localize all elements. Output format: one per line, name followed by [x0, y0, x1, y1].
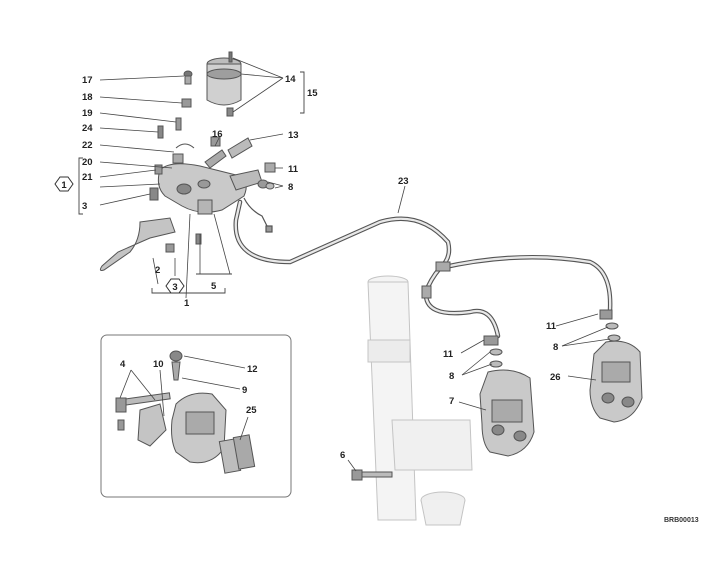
callout-24: 24: [82, 123, 93, 134]
callout-12: 12: [247, 364, 258, 375]
brake-light-switch-wire: [243, 197, 273, 233]
reservoir: [206, 51, 242, 117]
small-hardware: [149, 70, 276, 253]
callout-8-right: 8: [553, 342, 558, 353]
callout-23: 23: [398, 176, 409, 187]
callout-21: 21: [82, 172, 93, 183]
group-badge-left: 1: [54, 176, 74, 192]
callout-5: 5: [211, 281, 217, 292]
leader-lines: [99, 57, 611, 472]
callout-11: 11: [288, 164, 299, 175]
inset-box: [100, 334, 292, 498]
brake-hoses: [233, 199, 613, 339]
callout-20: 20: [82, 157, 93, 168]
master-cylinder-body: [157, 163, 263, 215]
callout-3: 3: [82, 201, 87, 212]
callout-22: 22: [82, 140, 93, 151]
group-badge-bottom: 3: [165, 278, 185, 294]
callout-10: 10: [153, 359, 164, 370]
callout-18: 18: [82, 92, 93, 103]
callout-19: 19: [82, 108, 93, 119]
left-caliper: [479, 335, 535, 457]
callout-11-left: 11: [443, 349, 454, 360]
callout-11-right: 11: [546, 321, 557, 332]
right-caliper: [589, 309, 643, 423]
drawing-code: BRB00013: [664, 517, 699, 524]
callout-26: 26: [550, 372, 561, 383]
svg-text:3: 3: [172, 282, 177, 293]
callout-4: 4: [120, 359, 126, 370]
callout-25: 25: [246, 405, 257, 416]
fork-leg: [367, 275, 473, 526]
callout-16: 16: [212, 129, 223, 140]
svg-text:1: 1: [61, 180, 67, 191]
brake-lever: [99, 217, 176, 271]
callout-labels: 17 18 19 24 22 20 21 3 14 15 16 13 11 8 …: [82, 74, 561, 461]
callout-17: 17: [82, 75, 93, 86]
callout-8: 8: [288, 182, 293, 193]
callout-1: 1: [184, 298, 190, 309]
group-brackets: [78, 71, 305, 294]
callout-14: 14: [285, 74, 296, 85]
callout-2: 2: [155, 265, 160, 276]
callout-7: 7: [449, 396, 454, 407]
callout-8-left: 8: [449, 371, 454, 382]
callout-13: 13: [288, 130, 299, 141]
callout-6: 6: [340, 450, 345, 461]
callout-9: 9: [242, 385, 247, 396]
mounting-bolt: [351, 469, 393, 481]
callout-15: 15: [307, 88, 318, 99]
